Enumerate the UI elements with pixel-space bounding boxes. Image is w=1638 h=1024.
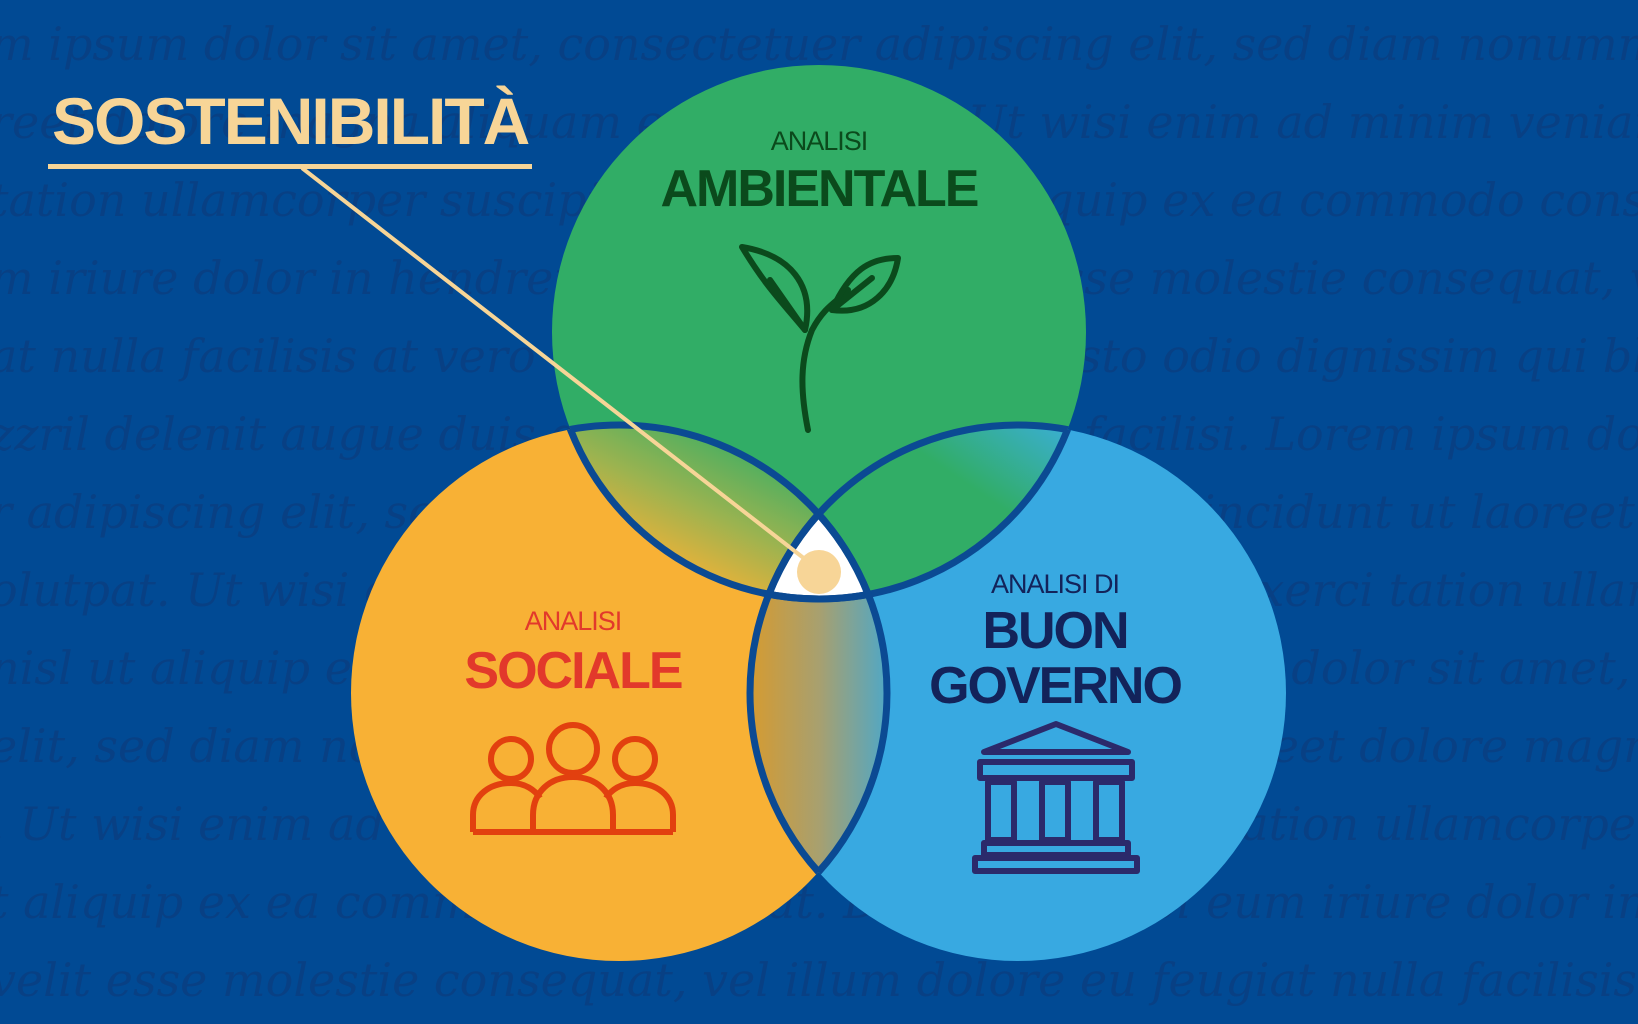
background-text-line: t aliquip ex ea commodo consequat. Duis … — [0, 875, 1638, 929]
sustainability-dot — [797, 550, 841, 594]
background-text-line: velit esse molestie consequat, vel illum… — [0, 953, 1638, 1007]
governance-label-line2: GOVERNO — [929, 657, 1181, 715]
plant-icon — [739, 244, 901, 433]
title: SOSTENIBILITÀ — [52, 84, 529, 158]
environmental-prefix: ANALISI — [771, 126, 868, 156]
governance-label-line1: BUON — [982, 602, 1127, 660]
pointer-line — [300, 166, 821, 572]
governance-prefix: ANALISI DI — [991, 569, 1119, 599]
background-text-line: m ipsum dolor sit amet, consectetuer adi… — [0, 17, 1638, 71]
title-underline — [48, 164, 532, 169]
people-icon — [470, 722, 676, 835]
social-label: SOCIALE — [464, 642, 681, 700]
environmental-label: AMBIENTALE — [660, 160, 977, 218]
overlap-outlines — [548, 421, 1090, 961]
social-prefix: ANALISI — [525, 606, 622, 636]
temple-icon — [972, 721, 1140, 874]
